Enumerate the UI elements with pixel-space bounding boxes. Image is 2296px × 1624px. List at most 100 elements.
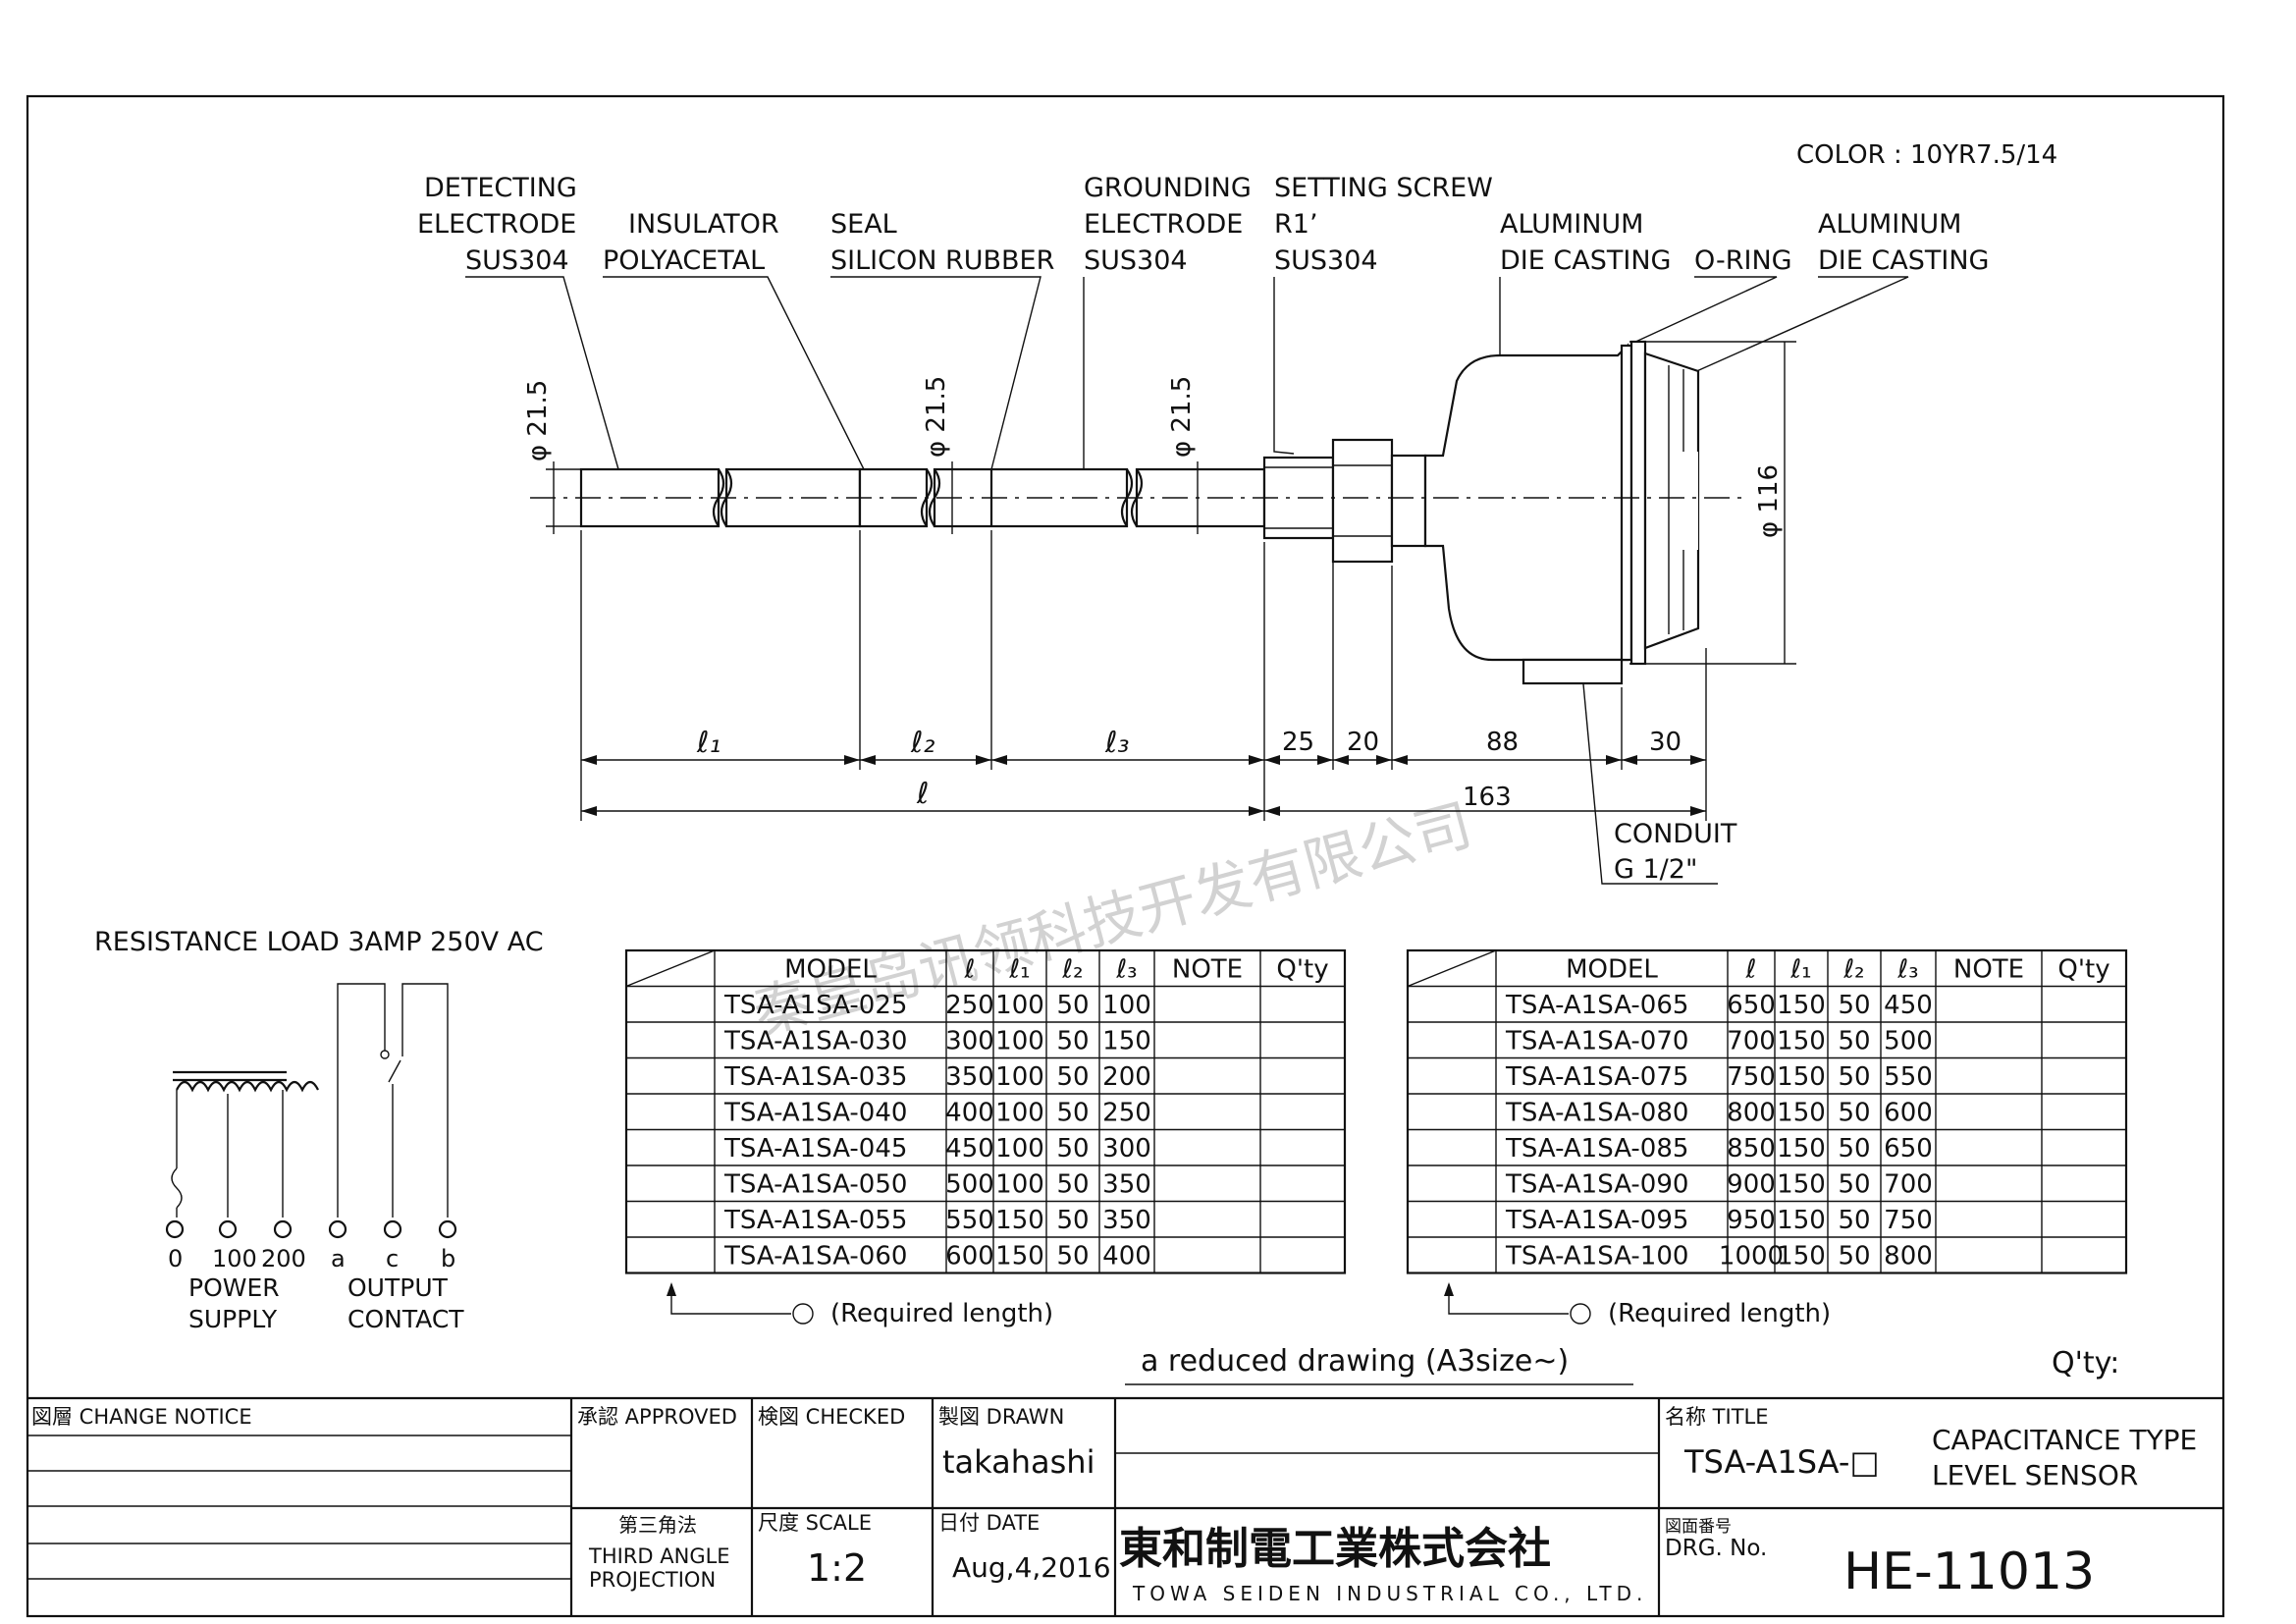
- wiring-diagram: [165, 983, 457, 1239]
- right-table-cell: 50: [1838, 1099, 1870, 1128]
- left-table-cell: TSA-A1SA-045: [723, 1134, 907, 1164]
- title-line1: CAPACITANCE TYPE: [1932, 1424, 2197, 1456]
- title-block: [27, 1396, 2223, 1616]
- right-table-cell: 50: [1838, 1062, 1870, 1092]
- label-detecting-electrode: DETECTING ELECTRODE SUS304: [417, 173, 577, 276]
- title-block-text: 図層 CHANGE NOTICE 承認 APPROVED 検図 CHECKED …: [31, 1405, 2197, 1605]
- svg-text:SUS304: SUS304: [1274, 245, 1378, 276]
- svg-text:INSULATOR: INSULATOR: [628, 209, 779, 240]
- required-length-left: (Required length): [667, 1282, 1053, 1328]
- right-table-border: [1406, 948, 2128, 1274]
- svg-text:GROUNDING: GROUNDING: [1084, 173, 1252, 203]
- right-table-cell: TSA-A1SA-085: [1505, 1134, 1688, 1164]
- svg-text:POWER: POWER: [188, 1273, 280, 1302]
- drg-label-jp: 図面番号: [1665, 1517, 1732, 1537]
- right-table-cell: 150: [1777, 991, 1826, 1020]
- right-table-cell: 950: [1727, 1206, 1776, 1235]
- left-table-cell: TSA-A1SA-030: [723, 1027, 907, 1056]
- left-table-cell: 150: [1102, 1027, 1151, 1056]
- dim-l: ℓ: [916, 777, 929, 811]
- dim-20: 20: [1347, 728, 1379, 757]
- svg-text:(Required length): (Required length): [830, 1299, 1053, 1328]
- right-table-cell: 50: [1838, 1242, 1870, 1272]
- right-table-cell: 500: [1884, 1027, 1933, 1056]
- svg-text:CONTACT: CONTACT: [347, 1305, 464, 1333]
- svg-text:ELECTRODE: ELECTRODE: [417, 209, 576, 240]
- left-table-cell: 50: [1056, 1134, 1089, 1164]
- scale-label: 尺度 SCALE: [758, 1511, 872, 1535]
- right-table-cell: TSA-A1SA-090: [1505, 1170, 1688, 1200]
- dim-l3: ℓ₃: [1104, 726, 1129, 760]
- left-table-cell: 100: [995, 1134, 1044, 1164]
- label-insulator: INSULATOR POLYACETAL: [603, 209, 779, 276]
- third-angle-line1: THIRD ANGLE: [588, 1544, 730, 1568]
- drawing-frame: [26, 94, 2225, 1618]
- left-table-cell: TSA-A1SA-035: [723, 1062, 907, 1092]
- right-table-cell: 800: [1884, 1242, 1933, 1272]
- checked-label: 検図 CHECKED: [758, 1405, 905, 1429]
- svg-text:R1’: R1’: [1274, 209, 1318, 240]
- dim-88: 88: [1486, 728, 1519, 757]
- right-table-cell: 150: [1777, 1170, 1826, 1200]
- qty-label: Q'ty:: [2052, 1346, 2119, 1380]
- right-table-header: ℓ₂: [1842, 955, 1864, 985]
- right-table-cell: 50: [1838, 1134, 1870, 1164]
- label-conduit: CONDUIT G 1/2": [1614, 819, 1737, 885]
- right-table-cell: 150: [1777, 1206, 1826, 1235]
- terminal-labels: 0 100 200 a c b: [168, 1245, 455, 1272]
- right-table-cell: 150: [1777, 1242, 1826, 1272]
- left-table-cell: TSA-A1SA-040: [723, 1099, 907, 1128]
- left-table-cell: 300: [945, 1027, 994, 1056]
- svg-text:(Required length): (Required length): [1608, 1299, 1831, 1328]
- label-aluminum-die-casting-2: ALUMINUM DIE CASTING: [1818, 209, 1989, 276]
- left-table-cell: 50: [1056, 1242, 1089, 1272]
- right-table-cell: 900: [1727, 1170, 1776, 1200]
- left-table-cell: TSA-A1SA-060: [723, 1242, 907, 1272]
- left-table-cell: 150: [995, 1206, 1044, 1235]
- left-table-cell: 50: [1056, 1027, 1089, 1056]
- left-table-cell: 100: [995, 1170, 1044, 1200]
- left-table-cell: 450: [945, 1134, 994, 1164]
- right-table-cell: 1000: [1719, 1242, 1784, 1272]
- drawn-by: takahashi: [942, 1443, 1095, 1481]
- left-table-header: Q'ty: [1276, 955, 1328, 985]
- dim-163: 163: [1463, 783, 1512, 812]
- left-table-header: ℓ₂: [1061, 955, 1083, 985]
- output-contact-label: OUTPUT CONTACT: [347, 1273, 464, 1333]
- left-table-cell: 300: [1102, 1134, 1151, 1164]
- label-seal: SEAL SILICON RUBBER: [830, 209, 1054, 276]
- dim-l1: ℓ₁: [696, 726, 721, 760]
- right-table-cell: 750: [1727, 1062, 1776, 1092]
- svg-text:CONDUIT: CONDUIT: [1614, 819, 1737, 849]
- left-table-header: ℓ₁: [1008, 955, 1030, 985]
- svg-text:SETTING SCREW: SETTING SCREW: [1274, 173, 1493, 203]
- svg-text:200: 200: [261, 1245, 306, 1272]
- dia-label-a: φ 21.5: [523, 380, 553, 461]
- right-table-header: ℓ: [1745, 955, 1757, 985]
- svg-text:b: b: [441, 1245, 455, 1272]
- left-table-cell: 250: [945, 991, 994, 1020]
- left-table-cell: 100: [995, 1027, 1044, 1056]
- svg-text:SUS304: SUS304: [1084, 245, 1188, 276]
- left-table-cell: 50: [1056, 1062, 1089, 1092]
- right-table-cell: 50: [1838, 1206, 1870, 1235]
- sensor-drawing: [530, 340, 1747, 685]
- left-table-cell: TSA-A1SA-025: [723, 991, 907, 1020]
- right-table-header: Q'ty: [2057, 955, 2109, 985]
- right-table-cell: TSA-A1SA-065: [1505, 991, 1688, 1020]
- power-supply-label: POWER SUPPLY: [188, 1273, 280, 1333]
- label-setting-screw: SETTING SCREW R1’ SUS304: [1274, 173, 1493, 276]
- right-table-cell: TSA-A1SA-080: [1505, 1099, 1688, 1128]
- label-aluminum-die-casting-1: ALUMINUM DIE CASTING: [1500, 209, 1671, 276]
- left-table-header: MODEL: [784, 955, 877, 985]
- svg-text:POLYACETAL: POLYACETAL: [603, 245, 765, 276]
- right-table-cell: 600: [1884, 1099, 1933, 1128]
- dim-25: 25: [1282, 728, 1314, 757]
- svg-text:DETECTING: DETECTING: [424, 173, 577, 203]
- left-table-cell: 350: [945, 1062, 994, 1092]
- right-table-cell: TSA-A1SA-075: [1505, 1062, 1688, 1092]
- right-table-cell: 50: [1838, 991, 1870, 1020]
- drawn-label: 製図 DRAWN: [938, 1405, 1064, 1429]
